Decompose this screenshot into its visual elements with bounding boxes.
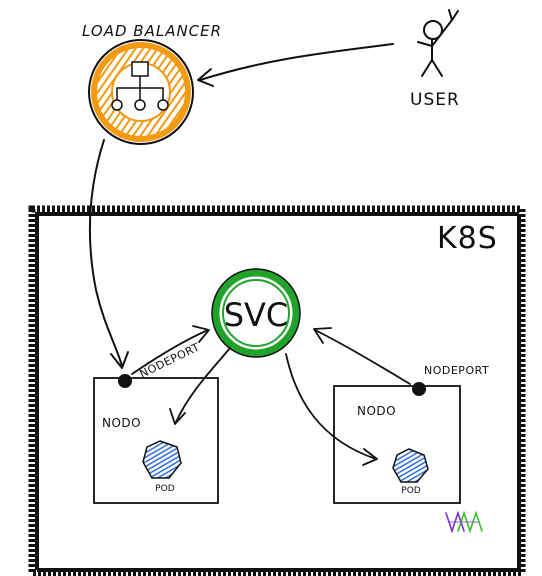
node-left [93, 377, 219, 504]
pod-left [142, 440, 182, 479]
pod-left-label: POD [155, 484, 175, 494]
nodeport-to-svc-arrow [131, 325, 210, 375]
nodeport-right-to-svc-arrow [313, 327, 411, 385]
pod-right [392, 448, 429, 483]
nodeport-right-dot [412, 382, 426, 396]
k8s-label: K8S [437, 221, 498, 256]
zigzag-logo [445, 510, 483, 534]
network-hierarchy-icon [111, 61, 169, 111]
svc-label: SVC [224, 296, 289, 334]
nodeport-left-dot [118, 374, 132, 388]
stick-figure-icon [417, 9, 459, 77]
user-to-load-balancer-arrow [197, 43, 394, 87]
node-right [333, 385, 461, 504]
svc-to-pod-right-arrow [285, 353, 378, 466]
pod-right-label: POD [401, 486, 421, 496]
k8s-cluster-frame [28, 205, 526, 576]
node-right-label: NODO [357, 404, 396, 418]
nodeport-right-label: NODEPORT [424, 364, 489, 377]
node-left-label: NODO [102, 416, 141, 430]
load-balancer-to-nodeport-arrow [88, 139, 129, 369]
load-balancer-icon [88, 39, 194, 145]
hexagon-icon [142, 440, 182, 479]
svc-icon [211, 268, 301, 358]
load-balancer-label: LOAD BALANCER [82, 22, 222, 40]
svc-to-pod-left-arrow [169, 347, 231, 425]
hexagon-icon [392, 448, 429, 483]
user-label: USER [410, 90, 460, 110]
nodeport-left-label: NODEPORT [138, 340, 202, 380]
